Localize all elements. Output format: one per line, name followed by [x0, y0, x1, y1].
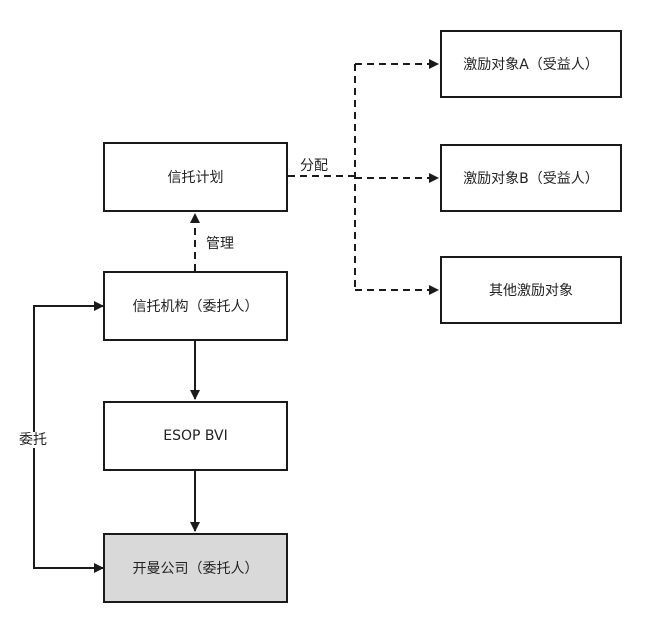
distribute-edge-label: 分配 — [298, 158, 330, 174]
esop-bvi-label: ESOP BVI — [163, 428, 228, 444]
esop-bvi-node: ESOP BVI — [103, 401, 288, 471]
other-targets-label: 其他激励对象 — [489, 283, 573, 299]
trust-institution-label: 信托机构（委托人） — [132, 299, 259, 315]
company-node: 开曼公司（委托人） — [103, 533, 288, 603]
trust-plan-label: 信托计划 — [167, 170, 224, 186]
manage-edge-label: 管理 — [204, 236, 236, 252]
target-a-node: 激励对象A（受益人） — [440, 30, 622, 98]
company-label: 开曼公司（委托人） — [132, 561, 259, 577]
other-targets-node: 其他激励对象 — [440, 256, 622, 324]
bottom-right-fade — [470, 592, 650, 632]
trust-institution-node: 信托机构（委托人） — [103, 271, 288, 341]
target-b-label: 激励对象B（受益人） — [463, 171, 599, 187]
entrust-edge-label: 委托 — [17, 432, 49, 448]
trust-plan-node: 信托计划 — [103, 142, 288, 212]
target-b-node: 激励对象B（受益人） — [440, 144, 622, 212]
target-a-label: 激励对象A（受益人） — [463, 57, 599, 73]
entrust-to-institution-arrow — [33, 301, 104, 440]
entrust-to-company-arrow — [33, 440, 104, 573]
